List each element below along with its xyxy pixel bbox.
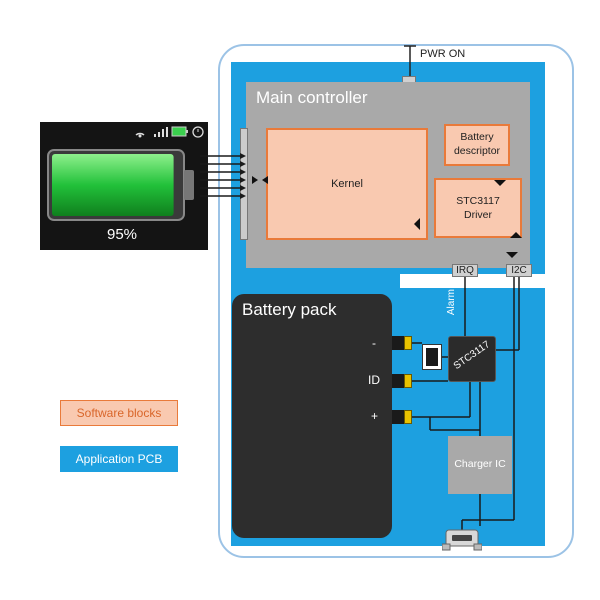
pwr-on-connector-icon <box>404 45 416 78</box>
charger-ic-label: Charger IC <box>454 458 506 470</box>
battery-level-icon <box>47 149 194 221</box>
alarm-clock-icon <box>192 126 204 138</box>
legend-software-blocks: Software blocks <box>60 400 178 426</box>
port-arrow-icons <box>252 176 522 258</box>
battery-descriptor-line-1: Battery <box>460 131 494 143</box>
stc3117-chip <box>448 336 496 382</box>
i2c-pin: I2C <box>506 264 532 277</box>
battery-pack <box>232 294 392 538</box>
main-controller-title: Main controller <box>256 88 368 107</box>
irq-pin: IRQ <box>452 264 478 277</box>
legend-application-pcb: Application PCB <box>60 446 178 472</box>
display-bus-wires <box>200 153 246 199</box>
battery-descriptor-label: Battery descriptor <box>444 130 510 158</box>
driver-line-1: STC3117 <box>456 195 500 207</box>
sense-resistor-body <box>426 348 438 366</box>
pcb-cutout <box>400 274 570 288</box>
alarm-label: Alarm <box>446 289 457 316</box>
stc3117-driver-block <box>434 178 522 238</box>
battery-pin-id-label: ID <box>368 373 380 387</box>
status-bar-icons <box>135 126 204 138</box>
battery-status-icon <box>171 126 188 137</box>
wifi-icon <box>135 132 145 138</box>
charger-ic <box>448 436 512 494</box>
kernel-label: Kernel <box>331 178 363 190</box>
battery-pin-minus-label: - <box>372 336 376 350</box>
battery-contact-plus <box>404 410 412 424</box>
signal-icon <box>154 127 168 137</box>
battery-descriptor-block <box>444 124 510 166</box>
battery-contact-minus <box>404 336 412 350</box>
battery-pin-plus-label: + <box>371 409 379 423</box>
kernel-block <box>266 128 428 240</box>
battery-descriptor-line-2: descriptor <box>453 145 501 157</box>
stc3117-driver-label: STC3117 Driver <box>434 194 522 222</box>
display-connector <box>240 128 248 240</box>
battery-percentage: 95% <box>106 226 138 243</box>
usb-connector-icon <box>442 529 482 551</box>
pwr-on-label: PWR ON <box>420 48 466 60</box>
driver-line-2: Driver <box>464 209 492 221</box>
battery-contact-id <box>404 374 412 388</box>
battery-pack-title: Battery pack <box>242 300 337 319</box>
